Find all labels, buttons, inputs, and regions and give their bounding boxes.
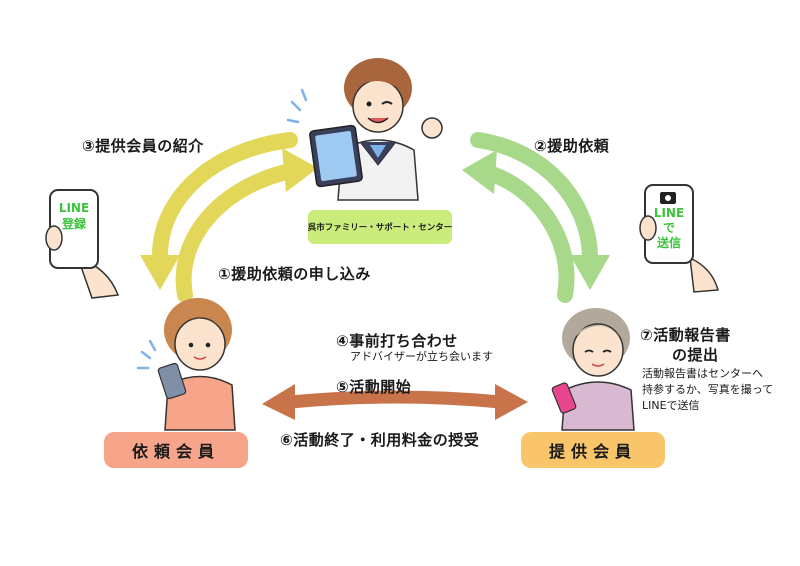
step-7-label-line2: の提出 [672,346,719,364]
step-2-label: ②援助依頼 [534,137,610,155]
step-7-note-line2: 持参するか、写真を撮って [642,383,774,396]
left-phone-line2: 登録 [61,217,86,231]
step-4-note: アドバイザーが立ち会います [350,350,493,363]
center-label-text: 呉市ファミリー・サポート・センター [307,223,453,233]
provider-member-badge: 提供会員 [521,432,665,468]
yellow-arrow-down [140,132,298,290]
left-phone-line1: LINE [58,201,90,215]
center-label: 呉市ファミリー・サポート・センター [308,210,452,244]
young-woman-icon [136,298,236,431]
green-arrow-up [462,150,575,303]
requester-member-badge: 依頼会員 [104,432,248,468]
right-phone-line1: LINE [653,206,685,220]
step-4-label: ④事前打ち合わせ [336,332,458,350]
right-phone-line2: で [662,221,675,235]
requester-member-label: 依頼会員 [131,442,220,461]
phone-line-register-icon [45,189,120,299]
elderly-woman-icon [551,308,635,431]
staff-woman-icon [286,58,443,201]
phone-camera-icon [639,184,719,293]
step-6-label: ⑥活動終了・利用料金の授受 [280,431,480,449]
step-7-note-line1: 活動報告書はセンターへ [642,367,763,380]
step-1-label: ①援助依頼の申し込み [218,265,371,283]
yellow-arrow-up [175,148,318,303]
right-phone-line3: 送信 [656,236,681,250]
green-arrow-down [470,132,610,290]
step-7-label-line1: ⑦活動報告書 [640,326,731,344]
left-phone-text: LINE 登録 [52,200,96,232]
step-7-note-line3: LINEで送信 [642,399,700,412]
right-phone-text: LINE で 送信 [647,206,691,251]
step-5-label: ⑤活動開始 [336,378,412,396]
step-7-note: 活動報告書はセンターへ 持参するか、写真を撮って LINEで送信 [642,366,773,414]
brown-double-arrow [262,384,528,420]
step-3-label: ③提供会員の紹介 [82,137,204,155]
provider-member-label: 提供会員 [548,442,637,461]
